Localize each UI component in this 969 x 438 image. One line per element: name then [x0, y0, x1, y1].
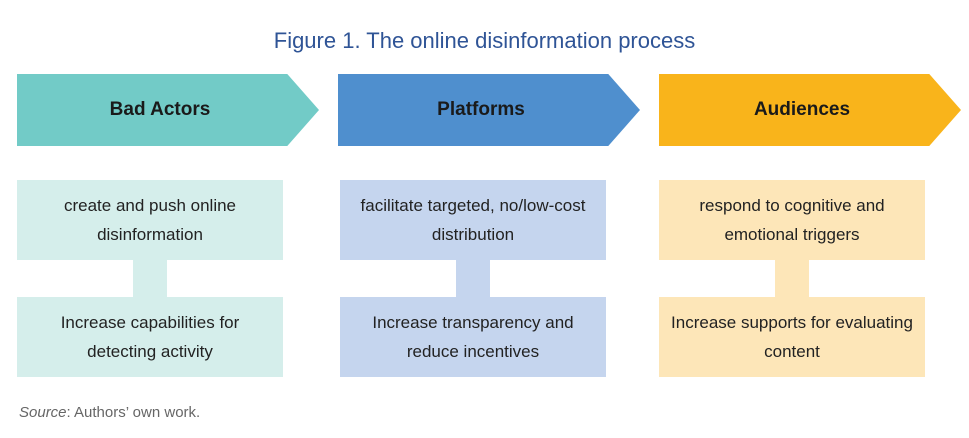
chevron-audiences: Audiences	[659, 74, 961, 146]
chevron-bad-actors: Bad Actors	[17, 74, 319, 146]
connector-bad-actors	[133, 258, 167, 298]
chevron-label: Platforms	[437, 99, 525, 120]
action-box-platforms: facilitate targeted, no/low-cost distrib…	[340, 180, 606, 260]
source-label: Source	[19, 404, 67, 421]
source-note: Source: Authors’ own work.	[19, 404, 200, 421]
response-text: Increase capabilities for detecting acti…	[60, 313, 240, 361]
chevron-label: Audiences	[753, 99, 851, 120]
action-box-audiences: respond to cognitive and emotional trigg…	[659, 180, 925, 260]
connector-platforms	[456, 258, 490, 298]
response-text: Increase supports for evaluating content	[671, 313, 913, 361]
response-box-audiences: Increase supports for evaluating content	[659, 297, 925, 377]
source-text: : Authors’ own work.	[66, 404, 201, 421]
action-text: create and push online disinformation	[63, 196, 237, 244]
chevron-label: Bad Actors	[109, 99, 211, 120]
action-box-bad-actors: create and push online disinformation	[17, 180, 283, 260]
connector-audiences	[775, 258, 809, 298]
chevron-platforms: Platforms	[338, 74, 640, 146]
response-text: Increase transparency and reduce incenti…	[372, 313, 574, 361]
figure-title: Figure 1. The online disinformation proc…	[273, 28, 696, 53]
action-text: facilitate targeted, no/low-cost distrib…	[360, 196, 586, 244]
response-box-platforms: Increase transparency and reduce incenti…	[340, 297, 606, 377]
response-box-bad-actors: Increase capabilities for detecting acti…	[17, 297, 283, 377]
action-text: respond to cognitive and emotional trigg…	[699, 196, 885, 244]
